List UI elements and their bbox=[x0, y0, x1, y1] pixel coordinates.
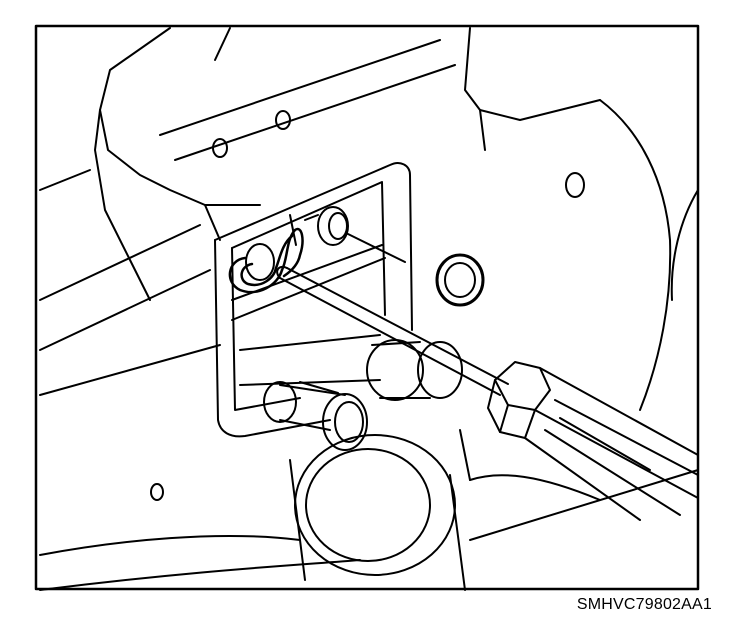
housing-panel bbox=[39, 27, 699, 501]
bolt-hole bbox=[565, 172, 585, 198]
bolt-hole bbox=[212, 138, 228, 158]
figure-frame bbox=[34, 24, 700, 591]
o-ring bbox=[435, 253, 485, 307]
retaining-clip bbox=[228, 227, 304, 294]
bolt-hole bbox=[275, 110, 291, 130]
bolt-hole bbox=[150, 483, 164, 501]
valve-pipes bbox=[239, 206, 463, 451]
lower-housing bbox=[39, 429, 699, 591]
screwdriver bbox=[276, 266, 699, 521]
valve-bore-opening bbox=[214, 162, 413, 438]
figure-code-label: SMHVC79802AA1 bbox=[576, 596, 712, 613]
